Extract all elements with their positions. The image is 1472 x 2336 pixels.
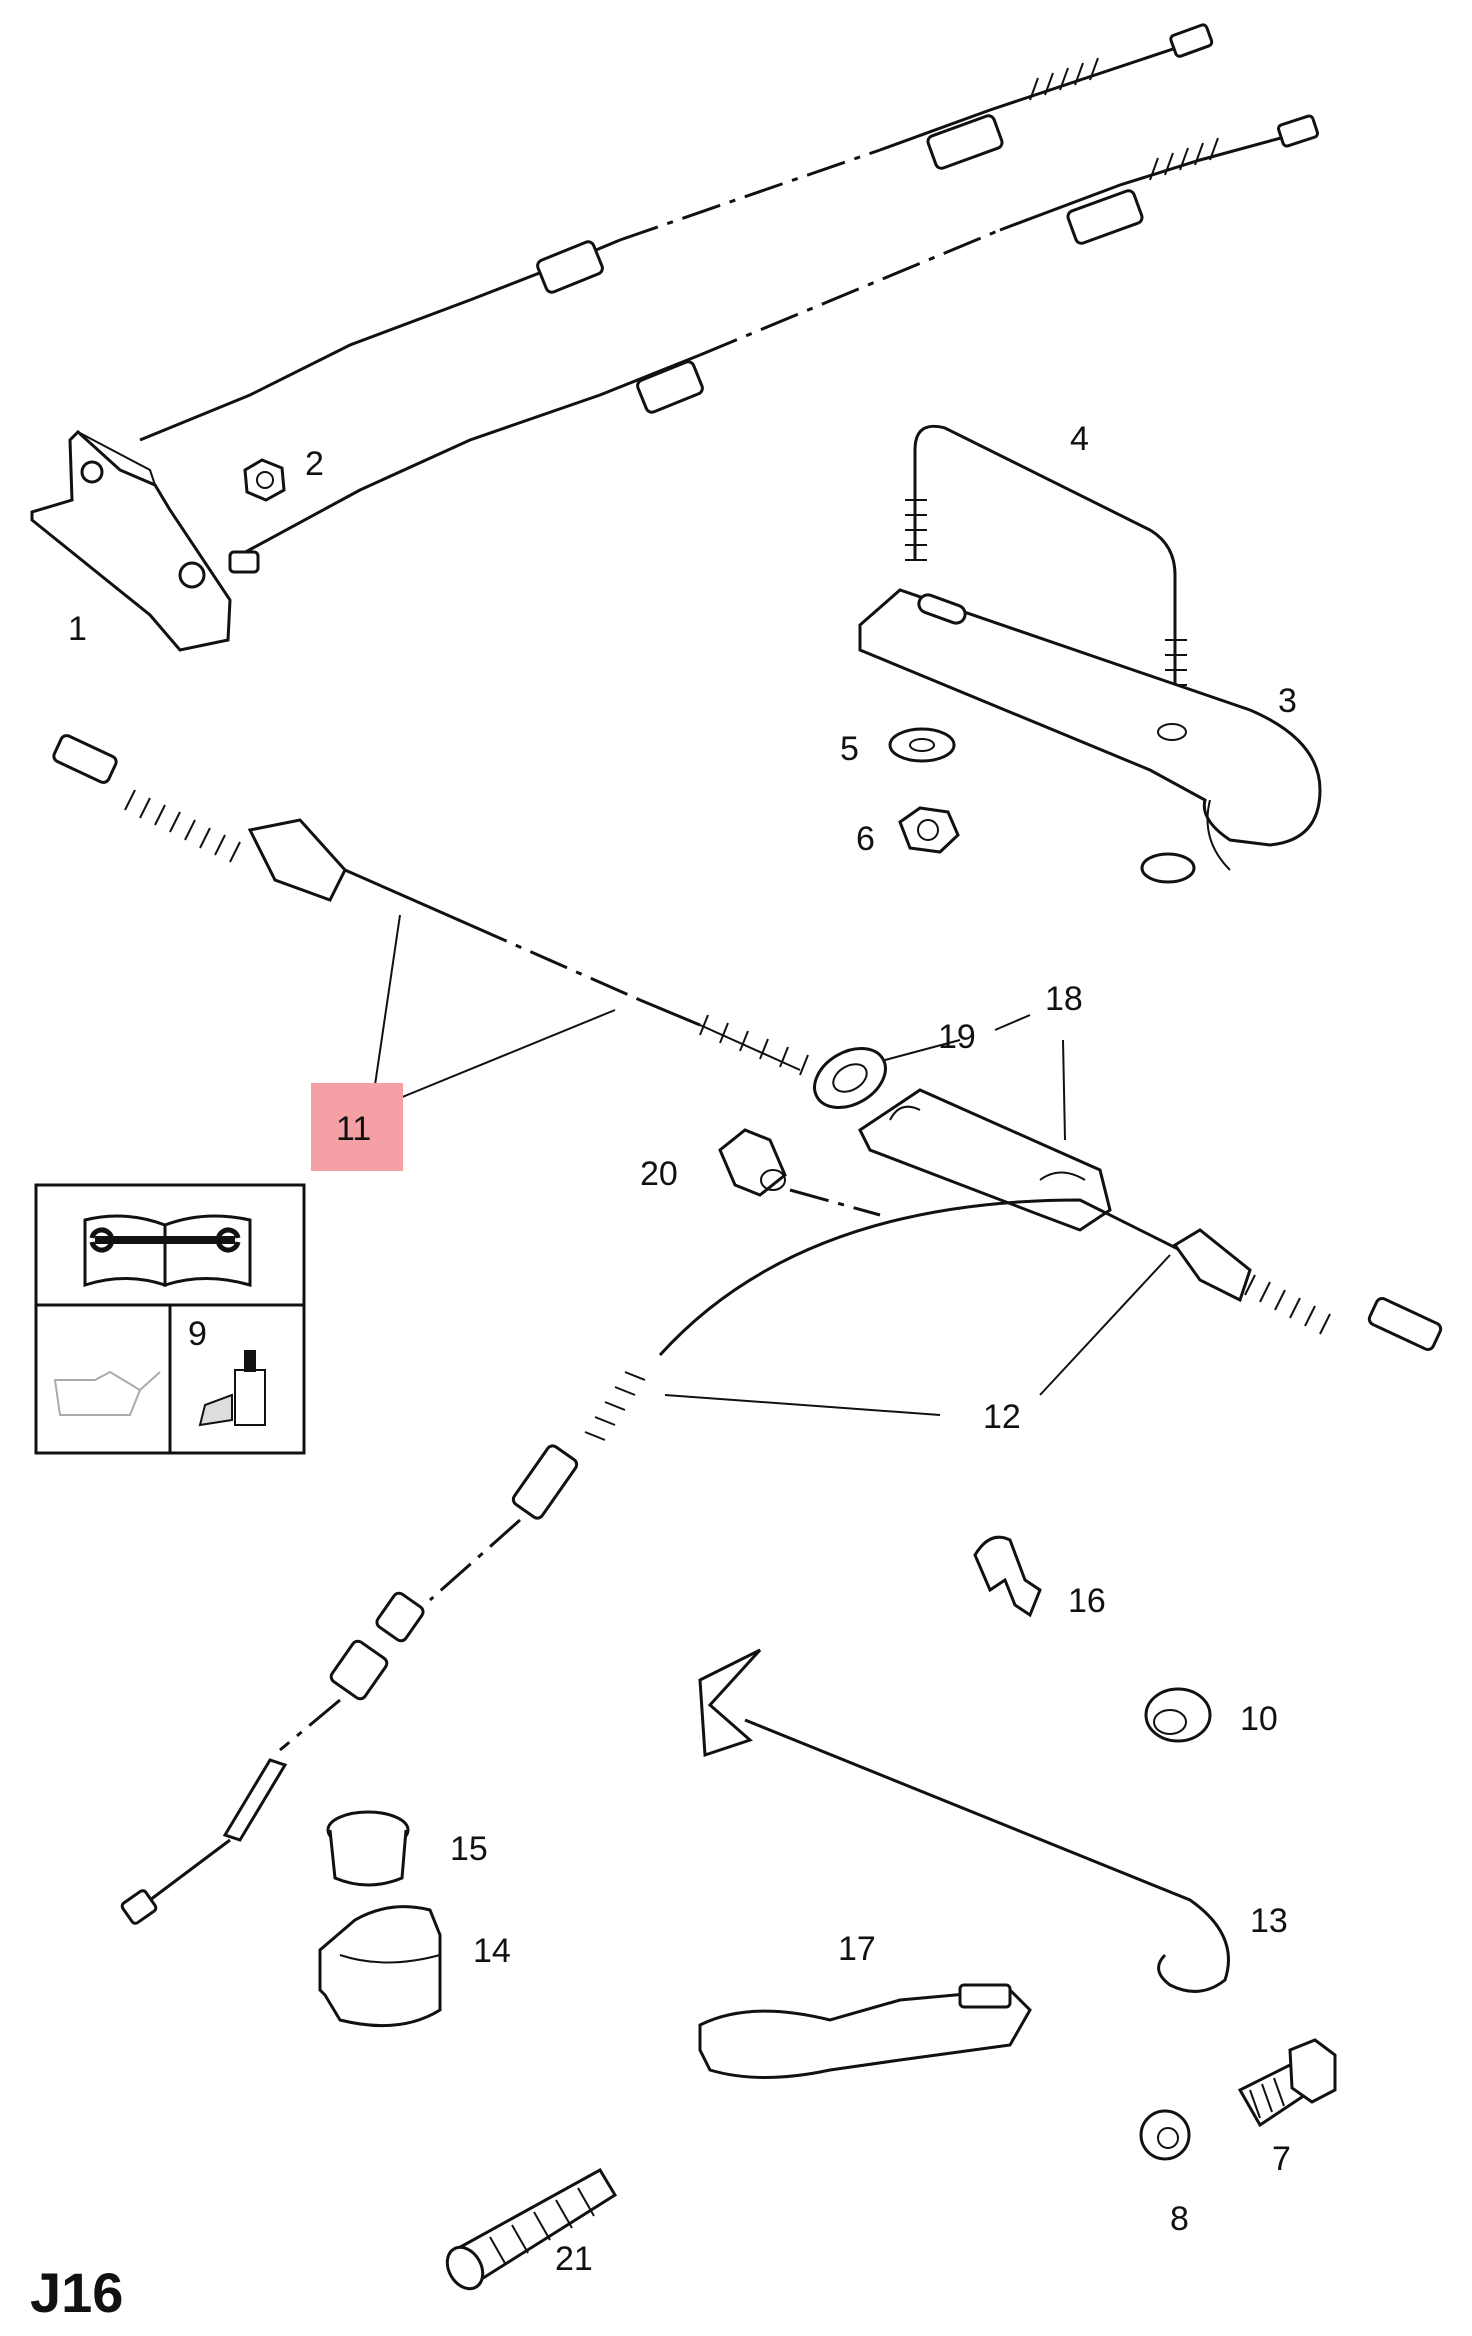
callout-19[interactable]: 19 — [938, 1018, 976, 1056]
callout-15[interactable]: 15 — [450, 1830, 488, 1868]
callout-4[interactable]: 4 — [1070, 420, 1089, 458]
spring-clip — [973, 1535, 1042, 1618]
callout-6[interactable]: 6 — [856, 820, 875, 858]
front-cable — [52, 734, 809, 1076]
rear-cable-assembly — [30, 23, 1319, 652]
equalizer — [858, 1088, 1112, 1232]
lock-washer-plate — [1140, 852, 1196, 884]
cable-cover — [698, 1983, 1032, 2079]
callout-8[interactable]: 8 — [1170, 2200, 1189, 2238]
grommet-ring — [813, 1047, 887, 1109]
grease-tube-icon — [198, 1350, 266, 1427]
mounting-plate — [858, 588, 1322, 871]
lock-washer — [1139, 2109, 1191, 2161]
long-cable — [120, 1198, 1443, 1925]
rubber-boot — [445, 2167, 618, 2291]
cable-bracket — [30, 429, 232, 652]
callout-7[interactable]: 7 — [1272, 2140, 1291, 2178]
callout-17[interactable]: 17 — [838, 1930, 876, 1968]
callout-labels: 1 2 3 4 5 6 7 8 9 10 11 12 13 14 15 16 1… — [68, 420, 1297, 2278]
return-spring-rod — [698, 1648, 1230, 1993]
service-icon-panel — [34, 1183, 306, 1455]
highlight-box — [311, 1083, 403, 1171]
callout-2[interactable]: 2 — [305, 445, 324, 483]
rubber-bush — [1144, 1687, 1212, 1743]
washer — [888, 727, 956, 763]
oil-can-icon — [53, 1370, 161, 1416]
callout-9[interactable]: 9 — [188, 1315, 207, 1353]
leader-lines — [374, 914, 1171, 1416]
callout-21[interactable]: 21 — [555, 2240, 593, 2278]
diagram-code: J16 — [30, 2261, 123, 2324]
callout-13[interactable]: 13 — [1250, 1902, 1288, 1940]
nut-small — [243, 458, 286, 502]
end-cap — [326, 1810, 410, 1887]
bolt — [1237, 2038, 1337, 2128]
callout-11[interactable]: 11 — [336, 1110, 371, 1148]
callout-10[interactable]: 10 — [1240, 1700, 1278, 1738]
callout-3[interactable]: 3 — [1278, 682, 1297, 720]
callout-5[interactable]: 5 — [840, 730, 859, 768]
callout-14[interactable]: 14 — [473, 1932, 511, 1970]
nipple-guide-line — [789, 1188, 881, 1217]
u-bolt — [905, 424, 1187, 690]
split-sleeve — [318, 1905, 442, 2028]
cable-nipple — [718, 1128, 787, 1197]
callout-18[interactable]: 18 — [1045, 980, 1083, 1018]
callout-1[interactable]: 1 — [68, 610, 87, 648]
callout-16[interactable]: 16 — [1068, 1582, 1106, 1620]
manual-book-wrench-icon — [83, 1214, 252, 1288]
callout-20[interactable]: 20 — [640, 1155, 678, 1193]
hex-nut — [898, 806, 960, 854]
callout-12[interactable]: 12 — [983, 1398, 1021, 1436]
